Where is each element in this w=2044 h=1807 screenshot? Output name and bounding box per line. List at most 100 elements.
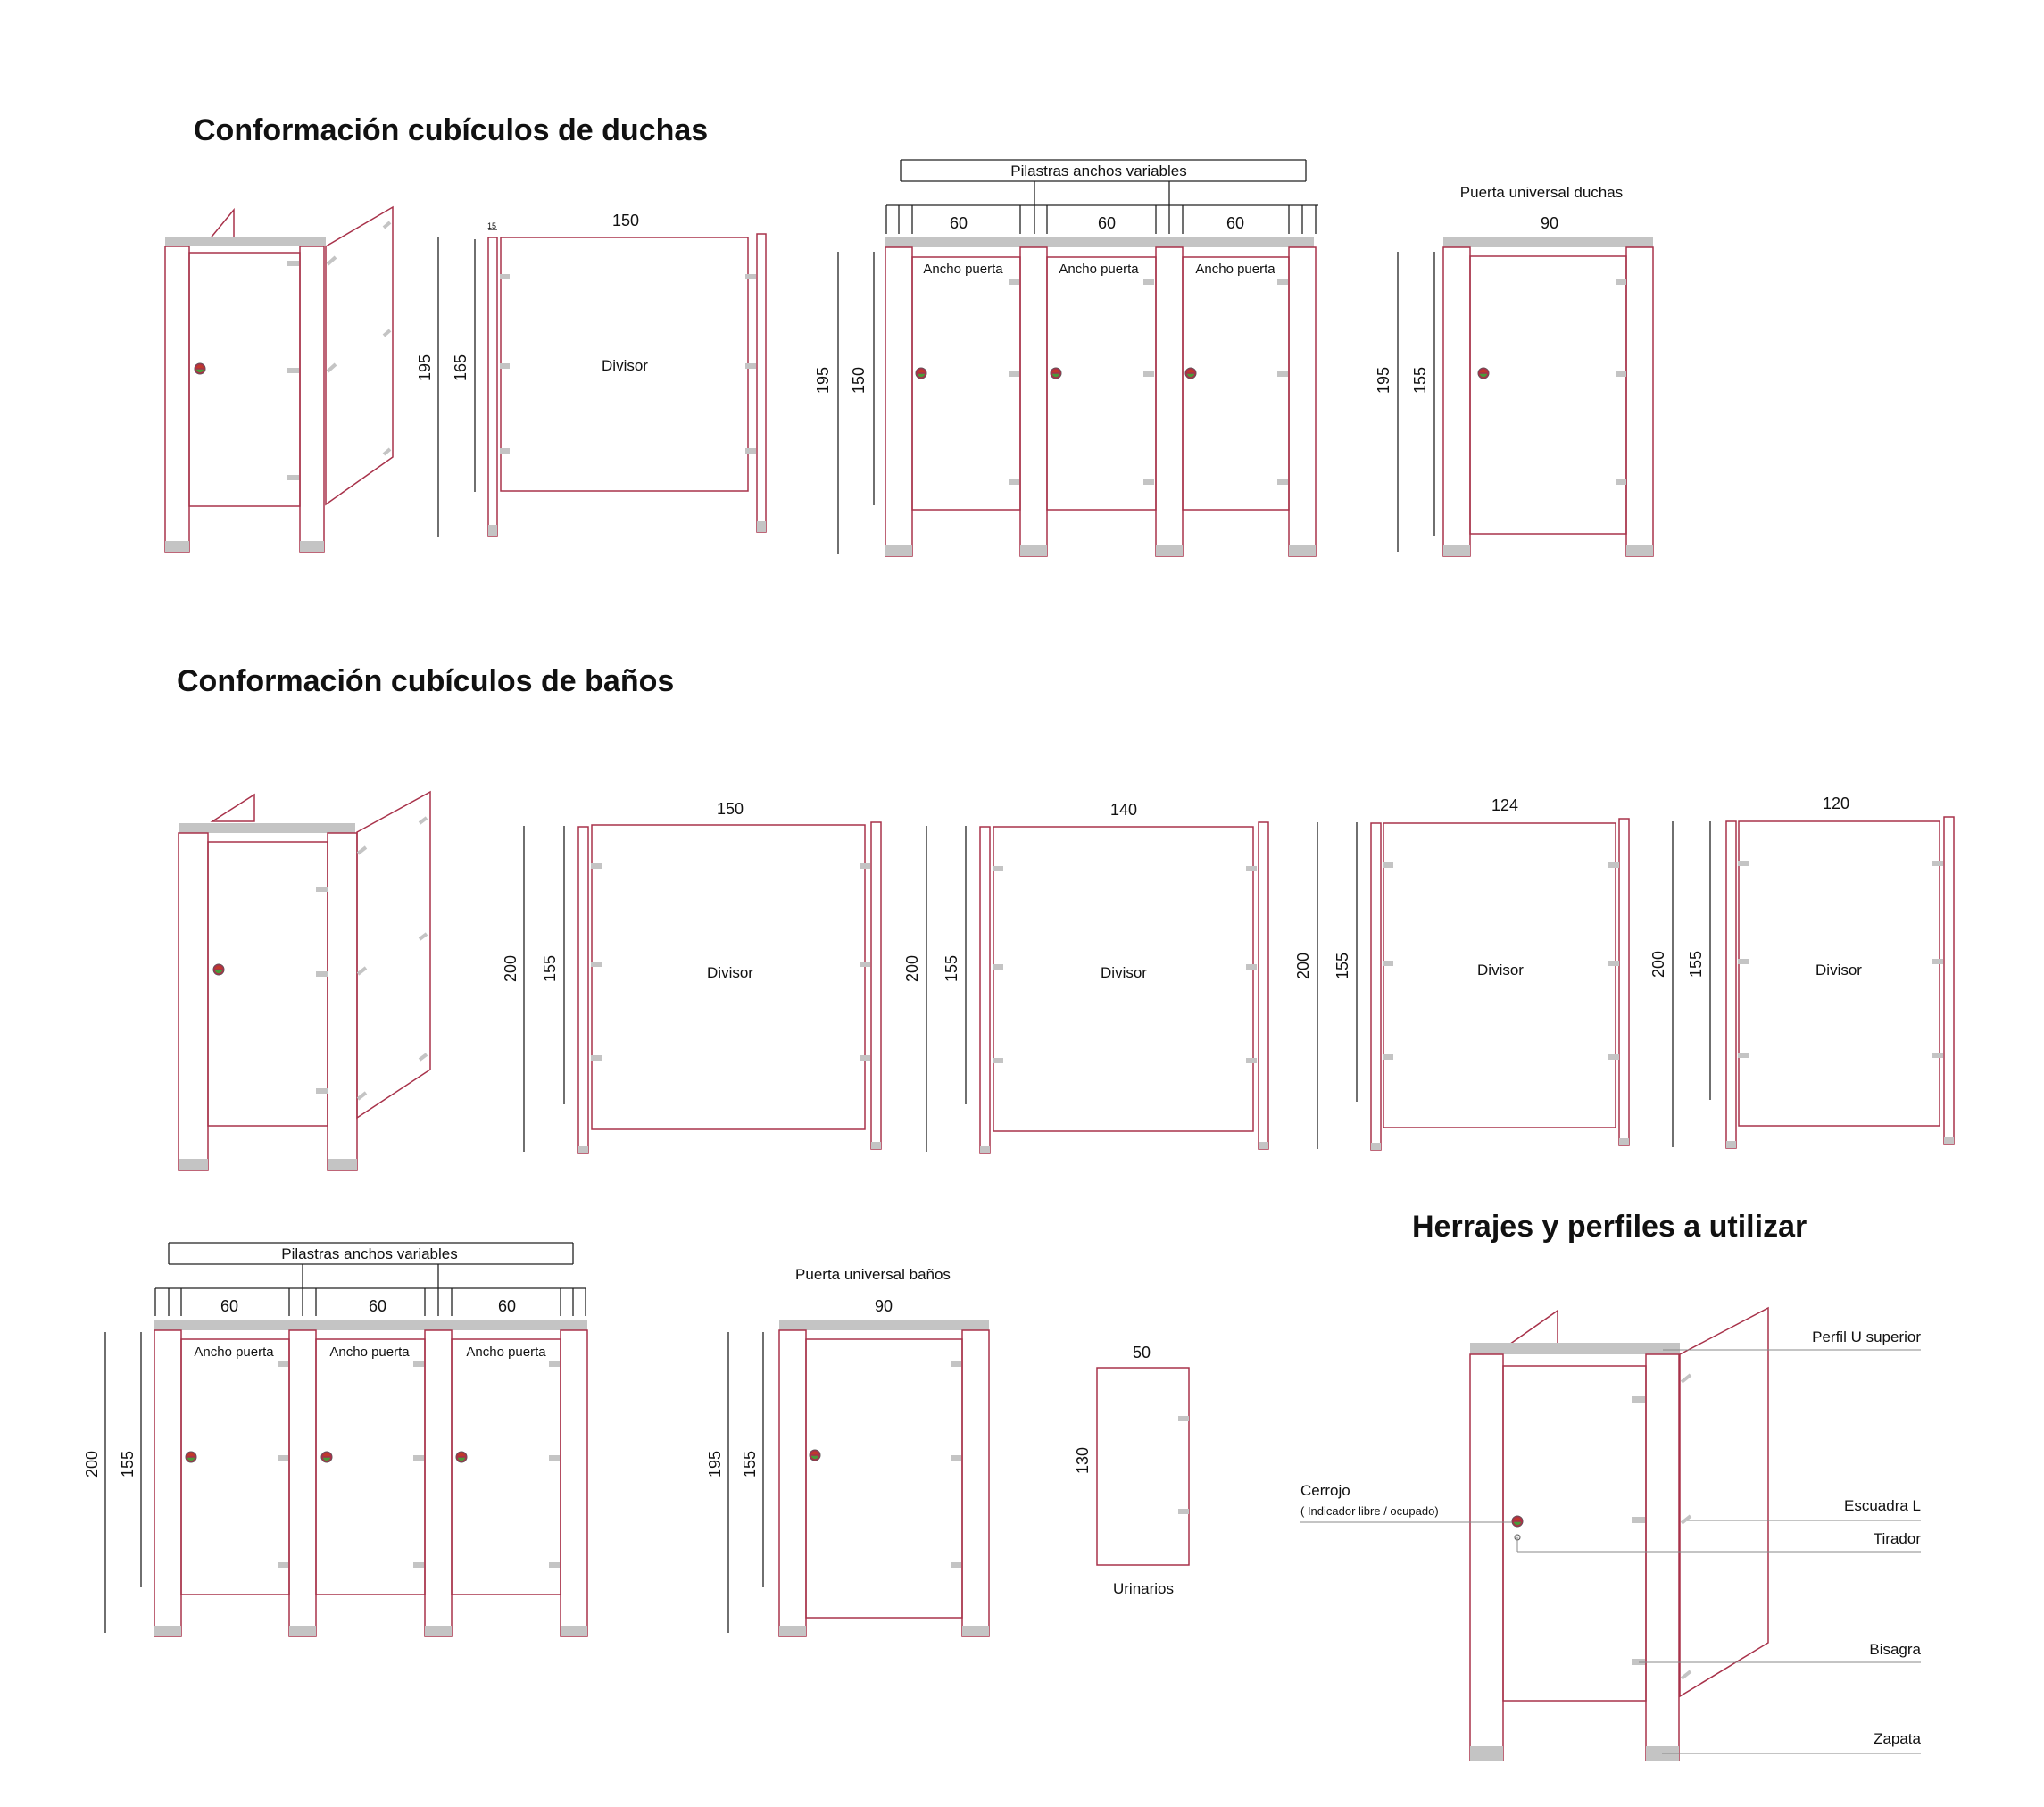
door-panel [180, 1338, 290, 1595]
pilaster-shoe [165, 541, 189, 552]
bracket [382, 329, 392, 337]
heading-herrajes: Herrajes y perfiles a utilizar [1412, 1210, 1807, 1244]
dim-total-height: 200 [1294, 953, 1312, 979]
door-panel [1502, 1365, 1647, 1702]
divisor-right-pilaster [756, 233, 767, 533]
dim-width: 124 [1491, 796, 1518, 814]
ancho-puerta-label: Ancho puerta [466, 1345, 546, 1360]
left-pilaster [178, 832, 209, 1171]
dim-panel-height: 165 [452, 354, 469, 381]
lock-knob-icon [915, 367, 927, 379]
iso-divider-panel [325, 205, 394, 506]
iso-divider-panel [1679, 1306, 1769, 1698]
ancho-puerta-label: Ancho puerta [329, 1345, 410, 1360]
dim-width: 120 [1823, 795, 1849, 812]
hinge [287, 368, 299, 373]
urinal-divider [1096, 1367, 1190, 1566]
pilaster [424, 1329, 453, 1637]
dim-door-height: 155 [741, 1451, 759, 1478]
door-panel [911, 256, 1021, 511]
banos-divisor-120 [1725, 816, 1955, 1149]
ancho-puerta-label: Ancho puerta [1195, 262, 1275, 277]
top-profile [179, 823, 355, 833]
dim-width: 60 [498, 1297, 516, 1315]
duchas-universal-door [1442, 237, 1654, 557]
pilaster [1155, 246, 1184, 557]
top-profile [165, 237, 326, 246]
heading-duchas: Conformación cubículos de duchas [194, 113, 708, 147]
divisor-left-pilaster [487, 237, 498, 537]
dim-width: 150 [612, 212, 639, 229]
pilaster [961, 1329, 990, 1637]
lock-knob-icon [194, 362, 206, 375]
banos-divisor-150 [577, 821, 882, 1154]
pilaster [1442, 246, 1471, 557]
top-profile [1443, 237, 1653, 247]
callout-zapata: Zapata [1874, 1730, 1921, 1747]
bracket [500, 363, 510, 369]
divisor-label: Divisor [1816, 962, 1862, 978]
door-panel [1469, 255, 1627, 535]
hinge [287, 475, 299, 480]
banos-divisor-124 [1370, 818, 1630, 1151]
bracket [745, 448, 756, 454]
divisor-panel [1738, 820, 1940, 1127]
iso-divider-panel [356, 790, 431, 1120]
urinarios-label: Urinarios [1113, 1580, 1174, 1597]
dim-total-height: 200 [903, 955, 921, 982]
divisor-label: Divisor [602, 357, 648, 374]
pilaster [778, 1329, 807, 1637]
puerta-duchas-label: Puerta universal duchas [1460, 184, 1623, 201]
bracket [326, 362, 337, 373]
left-pilaster [1469, 1353, 1504, 1761]
divisor-label: Divisor [1477, 962, 1524, 978]
lock-knob-icon [1050, 367, 1062, 379]
pilaster [154, 1329, 182, 1637]
lock-knob-icon [212, 963, 225, 976]
banos-universal-door [778, 1320, 990, 1637]
divisor-panel [993, 826, 1254, 1132]
ancho-puerta-label: Ancho puerta [1059, 262, 1139, 277]
pilaster [885, 246, 913, 557]
pilaster [1625, 246, 1654, 557]
hinge [287, 261, 299, 266]
dim-panel-height: 155 [1687, 951, 1705, 978]
heading-banos: Conformación cubículos de baños [177, 664, 674, 698]
left-pilaster [164, 246, 190, 553]
dim-panel-height: 155 [943, 955, 960, 982]
callout-leaders [1300, 1349, 1921, 1754]
dim-total-height: 200 [502, 955, 519, 982]
right-pilaster [1645, 1353, 1680, 1761]
lock-knob-icon [1511, 1515, 1524, 1528]
pilaster [288, 1329, 317, 1637]
dim-total-height: 195 [1375, 367, 1392, 394]
iso-side-panel-top [210, 793, 255, 822]
dim-width: 90 [1541, 214, 1558, 232]
divisor-label: Divisor [707, 964, 753, 981]
bracket [326, 255, 337, 266]
top-profile [885, 237, 1314, 247]
banos-row-of-three [154, 1320, 588, 1637]
dim-total-height: 200 [1649, 951, 1667, 978]
ancho-puerta-label: Ancho puerta [194, 1345, 274, 1360]
pilaster [1288, 246, 1317, 557]
lock-knob-icon [1184, 367, 1197, 379]
pilastras-label: Pilastras anchos variables [1010, 162, 1186, 179]
duchas-divisor-150 [487, 233, 767, 537]
dim-width: 60 [220, 1297, 238, 1315]
right-pilaster [299, 246, 325, 553]
bracket [382, 447, 392, 456]
bracket [500, 274, 510, 279]
dim-total-height: 195 [416, 354, 434, 381]
dim-door-height: 150 [850, 367, 868, 394]
urinal-panel [1096, 1367, 1190, 1566]
lock-knob-icon [455, 1451, 468, 1463]
bracket [382, 221, 392, 229]
dim-door-height: 155 [119, 1451, 137, 1478]
dim-width: 60 [950, 214, 968, 232]
dim-gap: 15 [487, 221, 496, 230]
dim-panel-height: 155 [1334, 953, 1351, 979]
dim-height: 130 [1074, 1447, 1092, 1474]
divisor-panel [1383, 822, 1616, 1128]
